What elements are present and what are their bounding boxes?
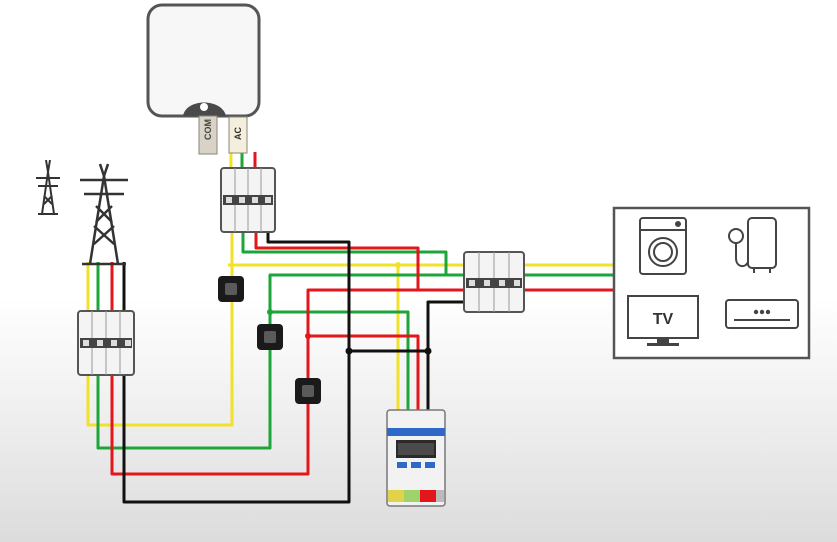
load-breaker — [463, 251, 525, 313]
power-tower-small-icon — [36, 159, 60, 215]
junction-neutral-1 — [345, 347, 353, 355]
ac-label: AC — [233, 127, 243, 140]
junctions — [267, 262, 432, 355]
junction-red — [305, 333, 311, 339]
junction-yellow — [395, 262, 401, 268]
power-tower-large-icon — [80, 163, 128, 266]
tv-icon: TV — [627, 295, 699, 346]
meter-terminals — [388, 490, 444, 502]
wire-red-grid — [110, 262, 470, 476]
loads-panel: TV — [612, 206, 811, 360]
air-conditioner-icon — [725, 299, 799, 329]
meter-button-2 — [411, 462, 421, 468]
com-connector — [198, 115, 218, 155]
meter-button-1 — [397, 462, 407, 468]
wire-neutral-grid — [122, 232, 351, 504]
junction-neutral-2 — [424, 347, 432, 355]
washing-machine-icon — [639, 217, 687, 275]
current-transformer-1 — [218, 276, 244, 302]
tv-label: TV — [653, 311, 674, 328]
wire-green-grid — [96, 232, 448, 450]
water-heater-icon — [728, 217, 777, 273]
wire-neutral-bus — [349, 349, 430, 410]
current-transformer-3 — [295, 378, 321, 404]
energy-meter — [386, 409, 446, 507]
inverter-body — [146, 3, 261, 118]
inverter: COM AC — [146, 3, 261, 155]
wire-red-loop — [254, 232, 420, 290]
grid-breaker — [77, 310, 135, 376]
wire-red-meter — [308, 334, 420, 410]
wiring — [86, 152, 616, 504]
inverter-breaker — [220, 167, 276, 233]
inverter-port-dot — [200, 103, 208, 111]
meter-button-3 — [425, 462, 435, 468]
current-transformer-2 — [257, 324, 283, 350]
ac-connector — [228, 116, 248, 154]
wire-green-meter — [270, 310, 410, 410]
wire-neutral-load — [426, 300, 470, 351]
junction-green — [267, 309, 273, 315]
com-label: COM — [203, 119, 213, 140]
